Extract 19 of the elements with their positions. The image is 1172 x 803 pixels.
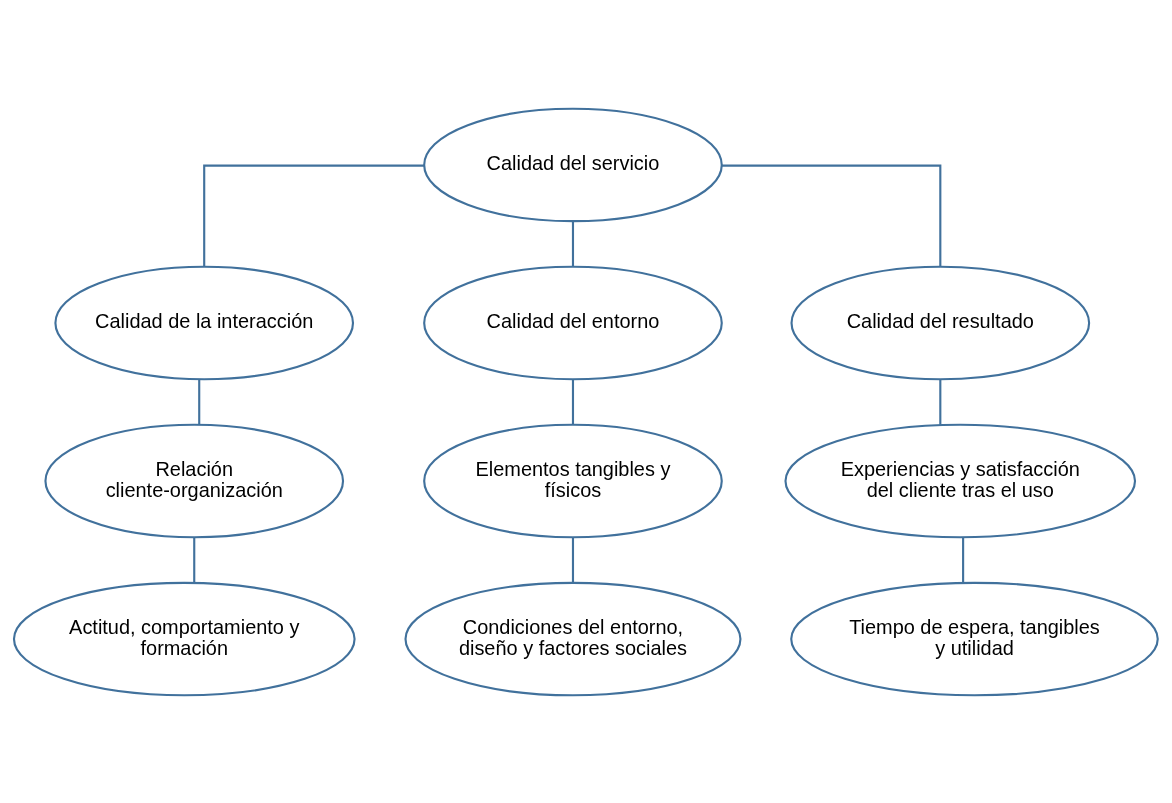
connector [962, 537, 965, 583]
node-ellipse: Tiempo de espera, tangibles y utilidad [790, 581, 1159, 696]
node-ellipse: Calidad del resultado [790, 265, 1091, 380]
connector [571, 221, 575, 266]
node-ellipse: Calidad de la interacción [54, 265, 355, 380]
node-ellipse: Calidad del entorno [423, 265, 723, 380]
connector [571, 537, 575, 582]
node-ellipse: Condiciones del entorno, diseño y factores sociales [404, 581, 742, 696]
node-ellipse: Elementos tangibles y físicos [423, 423, 723, 538]
connector [198, 379, 201, 425]
node-ellipse: Relación cliente-organización [44, 423, 345, 538]
connector [939, 379, 942, 425]
connector [203, 164, 425, 267]
connector [571, 379, 575, 424]
node-ellipse: Experiencias y satisfacción del cliente tras el uso [784, 423, 1137, 538]
node-ellipse: Actitud, comportamiento y formación [12, 581, 356, 696]
connector [193, 537, 196, 583]
node-ellipse: Calidad del servicio [423, 107, 723, 222]
connector [721, 164, 942, 267]
